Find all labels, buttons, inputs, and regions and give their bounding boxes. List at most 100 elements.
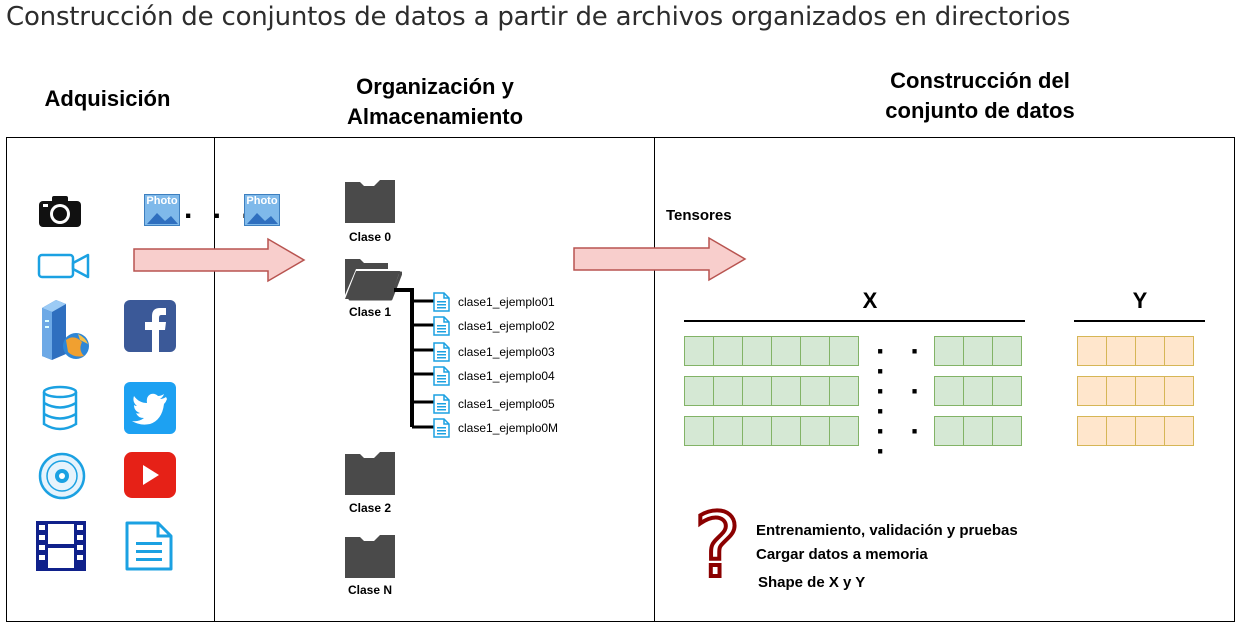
y-cell (1135, 336, 1165, 366)
x-cell (963, 376, 993, 406)
photo-icon: Photo (244, 194, 280, 226)
x-row-left-cells (684, 376, 859, 406)
x-row-left-cells (684, 336, 859, 366)
x-cell (713, 336, 743, 366)
folder-label-claseN: Clase N (347, 583, 393, 597)
x-cell (829, 416, 859, 446)
x-cell (684, 376, 714, 406)
y-cell (1106, 336, 1136, 366)
x-cell (992, 376, 1022, 406)
file-icon (433, 292, 450, 312)
x-cell (963, 416, 993, 446)
y-cell (1164, 376, 1194, 406)
x-label: X (862, 288, 878, 313)
section-construction-line2: conjunto de datos (885, 98, 1075, 123)
x-cell (713, 376, 743, 406)
y-cell (1106, 376, 1136, 406)
x-row-ellipsis: · · · (876, 375, 929, 428)
y-underline (1074, 320, 1205, 322)
facebook-icon (124, 300, 176, 352)
x-cell (829, 376, 859, 406)
film-icon (36, 521, 86, 571)
y-cell (1164, 416, 1194, 446)
x-row-right-cells (934, 416, 1022, 446)
note-training: Entrenamiento, validación y pruebas (756, 522, 1018, 539)
file-label: clase1_ejemplo04 (458, 369, 555, 383)
camera-icon (39, 196, 81, 227)
open-folder-icon (345, 259, 402, 301)
video-camera-icon (37, 253, 90, 279)
x-cell (684, 416, 714, 446)
file-icon (433, 342, 450, 362)
x-cell (771, 336, 801, 366)
x-cell (684, 336, 714, 366)
arrow-acquisition-to-storage (133, 237, 306, 283)
photo-label: Photo (246, 195, 278, 207)
x-underline (684, 320, 1025, 322)
x-row-right-cells (934, 376, 1022, 406)
folder-label-clase1: Clase 1 (348, 305, 392, 319)
x-row-right-cells (934, 336, 1022, 366)
youtube-icon (124, 452, 176, 498)
construction-panel (654, 137, 1235, 622)
x-cell (992, 416, 1022, 446)
section-organization-line1: Organización y (356, 74, 514, 99)
x-cell (934, 416, 964, 446)
y-row (1077, 336, 1194, 366)
file-label: clase1_ejemplo02 (458, 319, 555, 333)
x-cell (829, 336, 859, 366)
x-cell (800, 376, 830, 406)
y-cell (1135, 376, 1165, 406)
note-shape: Shape de X y Y (758, 574, 866, 591)
x-cell (934, 376, 964, 406)
x-cell (742, 416, 772, 446)
section-organization: Organización y Almacenamiento (300, 72, 570, 132)
photo-landscape-icon (147, 213, 178, 224)
folder-icon (345, 535, 395, 578)
tensors-label: Tensores (666, 207, 732, 224)
x-cell (934, 336, 964, 366)
folder-icon (345, 180, 395, 223)
x-row-ellipsis: · · · (876, 415, 929, 468)
folder-label-clase2: Clase 2 (348, 501, 392, 515)
file-label: clase1_ejemplo0M (458, 421, 559, 435)
file-item: clase1_ejemplo05 (432, 394, 555, 414)
note-load-memory: Cargar datos a memoria (756, 546, 928, 563)
photos-ellipsis: . . . (184, 192, 256, 225)
file-item: clase1_ejemplo01 (432, 292, 555, 312)
x-cell (800, 416, 830, 446)
database-icon (42, 385, 78, 431)
y-cell (1164, 336, 1194, 366)
file-item: clase1_ejemplo03 (432, 342, 555, 362)
y-cell (1106, 416, 1136, 446)
page-title: Construcción de conjuntos de datos a par… (6, 2, 1071, 32)
y-cell (1077, 416, 1107, 446)
file-label: clase1_ejemplo05 (458, 397, 555, 411)
y-row (1077, 376, 1194, 406)
x-cell (800, 336, 830, 366)
file-item: clase1_ejemplo04 (432, 366, 555, 386)
file-label: clase1_ejemplo01 (458, 295, 555, 309)
file-label: clase1_ejemplo03 (458, 345, 555, 359)
section-construction-line1: Construcción del (890, 68, 1070, 93)
x-row-left-cells (684, 416, 859, 446)
server-icon (42, 300, 89, 360)
file-icon (433, 366, 450, 386)
x-row-ellipsis: · · · (876, 335, 929, 388)
y-cell (1077, 336, 1107, 366)
section-acquisition: Adquisición (44, 86, 171, 111)
x-cell (771, 376, 801, 406)
folder-label-clase0: Clase 0 (348, 230, 392, 244)
file-item: clase1_ejemplo02 (432, 316, 555, 336)
section-construction: Construcción del conjunto de datos (840, 66, 1120, 126)
y-row (1077, 416, 1194, 446)
x-cell (742, 336, 772, 366)
document-icon (125, 521, 173, 571)
twitter-icon (124, 382, 176, 434)
file-tree-connector (394, 288, 434, 429)
arrow-storage-to-dataset (573, 236, 747, 282)
file-item: clase1_ejemplo0M (432, 418, 558, 438)
y-label: Y (1132, 288, 1148, 313)
x-cell (992, 336, 1022, 366)
file-icon (433, 418, 450, 438)
